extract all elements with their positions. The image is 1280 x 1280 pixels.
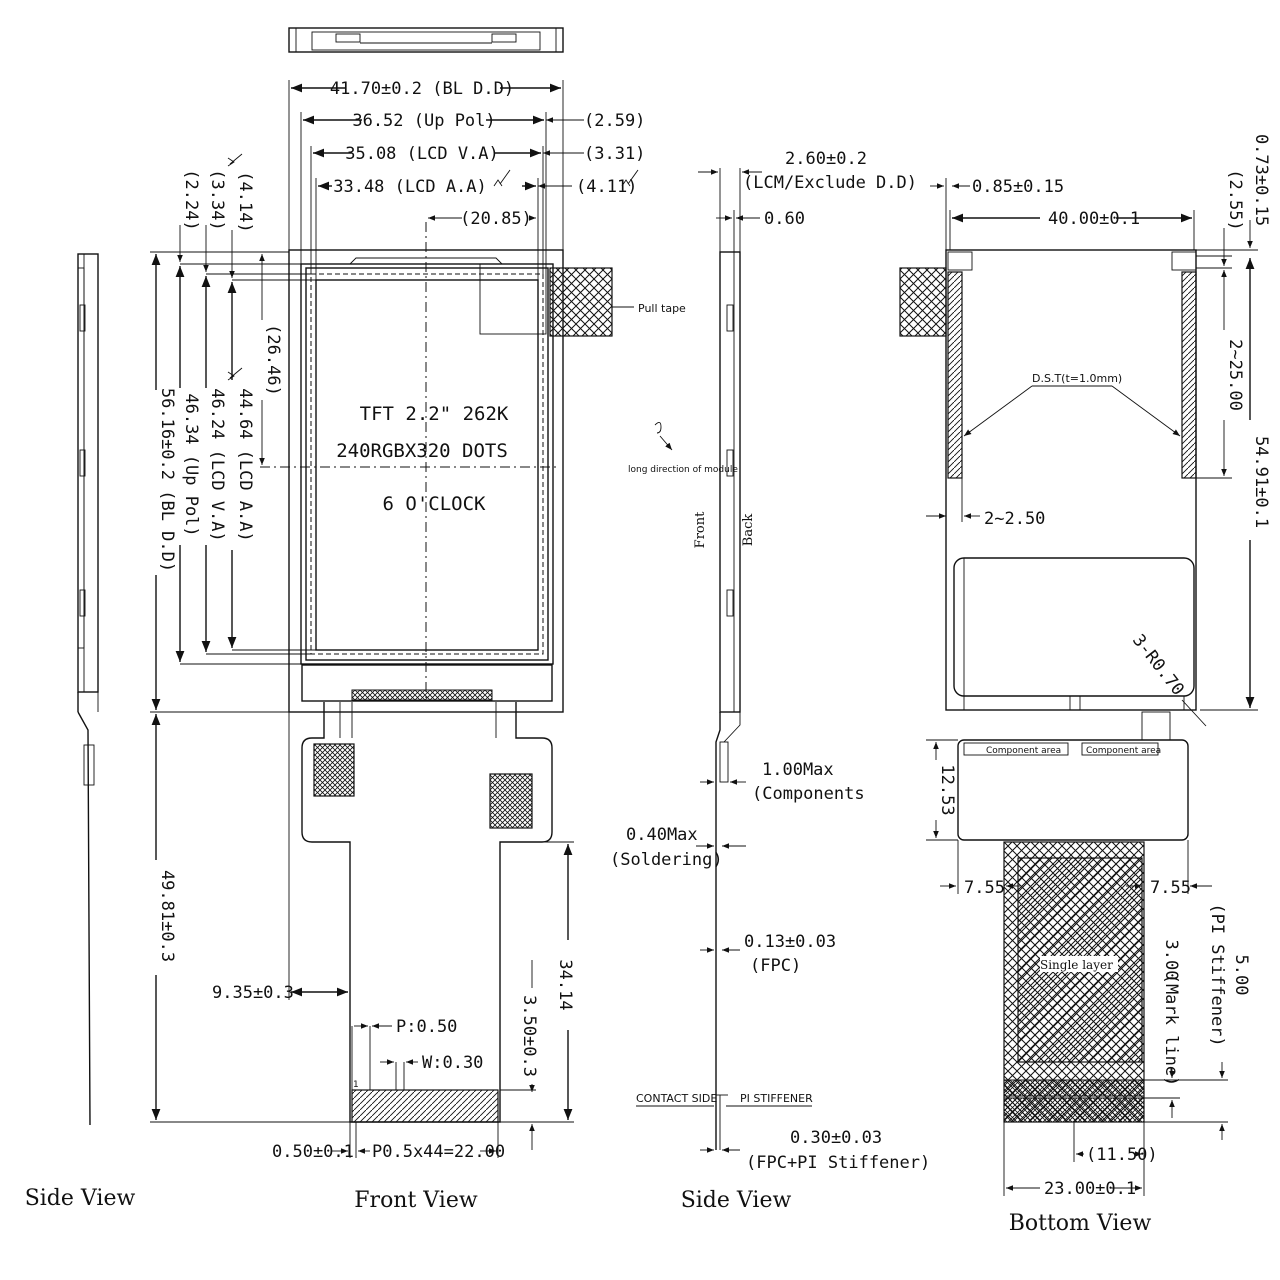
dim-lcd-va-width: 35.08 (LCD V.A): [345, 144, 499, 164]
dim-solder-label: (Soldering): [610, 850, 723, 870]
middle-side-view: 2.60±0.2 (LCM/Exclude D.D) 0.60 long dir…: [610, 149, 930, 1213]
panel-text-1: TFT 2.2" 262K: [360, 403, 509, 425]
dim-lcd-aa-gap: (4.11): [576, 177, 637, 197]
dim-fpc-label: (FPC): [750, 956, 801, 976]
dim-gap-060: 0.60: [764, 209, 805, 229]
panel-text-2: 240RGBX320 DOTS: [336, 440, 508, 462]
dim-components-max: 1.00Max: [762, 760, 834, 780]
dim-fpc-margin-right: 7.55: [1150, 878, 1191, 898]
dim-gap-224: (2.24): [181, 169, 201, 230]
active-area: [315, 279, 539, 651]
side-view-mid-label: Side View: [681, 1188, 792, 1213]
dim-inner-width: 40.00±0.1: [1048, 209, 1140, 229]
dim-pol-height: 46.34 (Up Pol): [181, 393, 201, 536]
pull-tape: [549, 267, 613, 337]
dim-pi-stiffener: 5.00: [1231, 955, 1251, 996]
dim-lcm-note: (LCM/Exclude D.D): [743, 173, 917, 193]
bottom-pull-tape: [899, 267, 947, 337]
dim-pi-stiffener-label: (PI Stiffener): [1207, 903, 1227, 1046]
bottom-view-label: Bottom View: [1009, 1211, 1152, 1236]
dim-bl-height: 56.16±0.2 (BL D.D): [157, 388, 177, 572]
back-side-label: Back: [741, 514, 756, 547]
dim-center-v: (26.46): [263, 324, 283, 396]
dim-fpc-thickness: 0.13±0.03: [744, 932, 836, 952]
front-side-label: Front: [693, 511, 708, 548]
dim-center-offset: (20.85): [460, 209, 532, 229]
bottom-view: D.S.T(t=1.0mm) Component area Component …: [899, 134, 1271, 1236]
dim-tape-range-v: 2~25.00: [1225, 339, 1245, 411]
dim-fpc-offset: 9.35±0.3: [212, 983, 294, 1003]
dim-edge: 0.50±0.1: [272, 1142, 354, 1162]
dim-tape-range-h: 2~2.50: [984, 509, 1045, 529]
polarizer-outline: [300, 263, 554, 665]
dim-finger-length: 3.50±0.3: [519, 995, 539, 1077]
side-view-left-label: Side View: [25, 1186, 136, 1211]
dim-width: W:0.30: [422, 1053, 483, 1073]
dim-lcm-thickness: 2.60±0.2: [785, 149, 867, 169]
dim-half-width: (11.50): [1086, 1145, 1158, 1165]
gold-fingers: [351, 1089, 499, 1123]
dim-components-label: (Components: [752, 784, 865, 804]
tape-strip-left: [947, 271, 963, 479]
dim-up-pol-gap: (2.59): [584, 111, 645, 131]
tape-strip-right: [1181, 271, 1197, 479]
bottom-body: [945, 249, 1197, 711]
dim-lcd-va-gap: (3.31): [584, 144, 645, 164]
dim-mark-line-label: (Mark line): [1161, 974, 1181, 1087]
component-area-left: Component area: [986, 746, 1061, 756]
dim-fpc-tail: 34.14: [555, 959, 575, 1010]
dim-va-height: 46.24 (LCD V.A): [207, 388, 227, 542]
dim-up-pol-width: 36.52 (Up Pol): [352, 111, 495, 131]
dim-total-label: (FPC+PI Stiffener): [746, 1153, 930, 1173]
dim-solder-max: 0.40Max: [626, 825, 698, 845]
dim-pitch: P:0.50: [396, 1017, 457, 1037]
dim-mark-line: 3.00: [1161, 940, 1181, 981]
pin-1-marker: 1: [353, 1080, 359, 1090]
dim-fpc-length: 49.81±0.3: [157, 870, 177, 962]
dim-side-offset: (2.55): [1225, 169, 1245, 230]
dim-pins: P0.5x44=22.00: [372, 1142, 505, 1162]
dim-aa-height: 44.64 (LCD A.A): [235, 388, 255, 542]
dim-bl-width: 41.70±0.2 (BL D.D): [330, 79, 514, 99]
dim-total-height: 54.91±0.1: [1251, 436, 1271, 528]
fpc-component-left: [313, 743, 355, 797]
dim-gap-334: (3.34): [207, 169, 227, 230]
left-side-view: Side View: [25, 253, 136, 1211]
dim-fpc-margin-left: 7.55: [964, 878, 1005, 898]
dim-radius: 3-R0.70: [1128, 631, 1188, 700]
dim-lcd-aa-width: 33.48 (LCD A.A): [333, 177, 487, 197]
dim-top-offset: 0.73±0.15: [1251, 134, 1271, 226]
panel-text-3: 6 O'CLOCK: [383, 493, 487, 515]
dim-total-thickness: 0.30±0.03: [790, 1128, 882, 1148]
contact-side-label: CONTACT SIDE: [636, 1092, 717, 1105]
long-direction-label: long direction of module: [628, 465, 738, 475]
dim-gap-414: (4.14): [235, 171, 255, 232]
dst-note: D.S.T(t=1.0mm): [1032, 372, 1122, 385]
viewing-area: [310, 273, 544, 655]
pull-tape-label: Pull tape: [638, 302, 686, 315]
pi-stiffener-label: PI STIFFENER: [740, 1092, 813, 1105]
dim-tape-width: 0.85±0.15: [972, 177, 1064, 197]
component-area-right: Component area: [1086, 746, 1161, 756]
front-view: Pull tape TFT 2.2" 262K 240RGBX320 DOTS …: [150, 27, 686, 1213]
front-view-label: Front View: [354, 1188, 478, 1213]
single-layer-label: Single layer: [1040, 958, 1113, 972]
dim-fpc-width: 23.00±0.1: [1044, 1179, 1136, 1199]
fpc-component-right: [489, 773, 533, 829]
dim-fpc-height: 12.53: [937, 764, 957, 815]
